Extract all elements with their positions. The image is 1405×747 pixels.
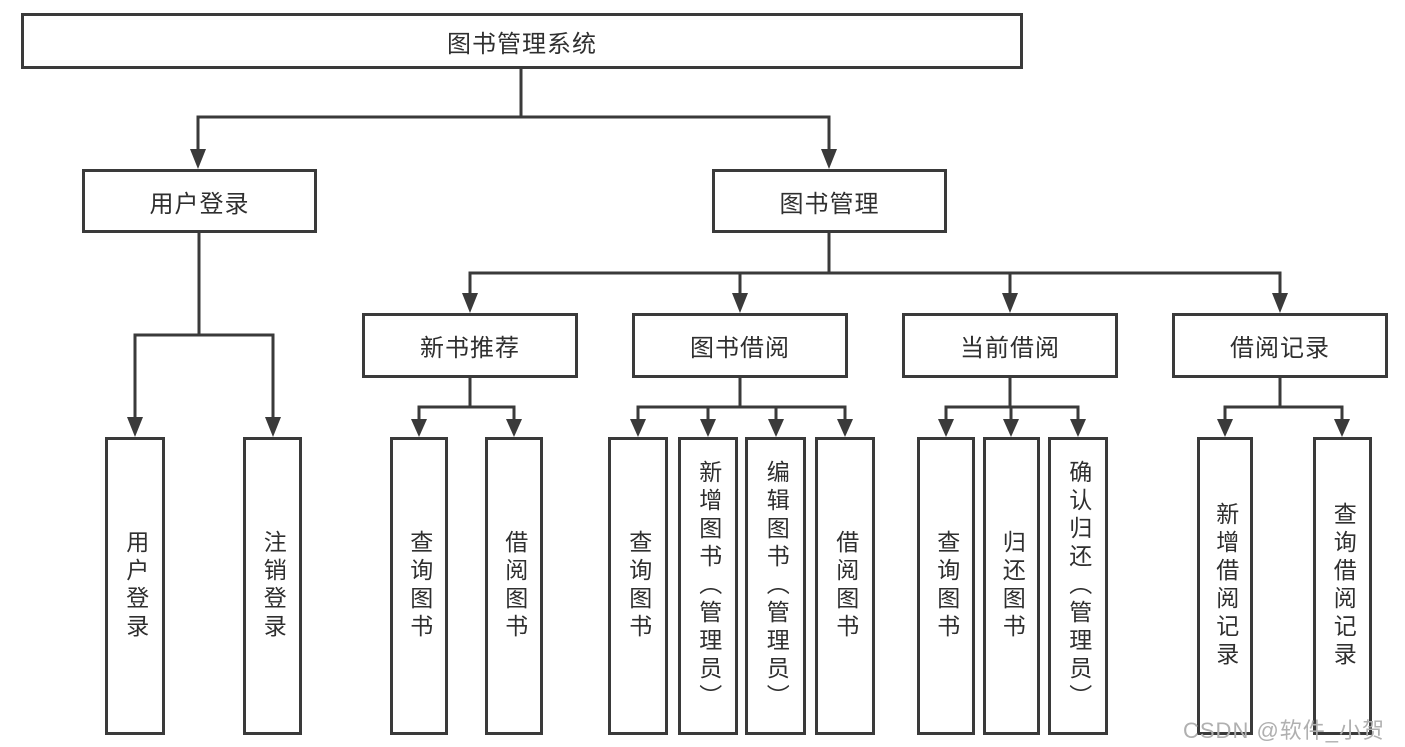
node-borrow-books-borrow: 借阅图书	[815, 437, 875, 735]
node-library-management-system-label: 图书管理系统	[447, 30, 597, 58]
connector-root-to-level1	[190, 69, 837, 169]
node-book-management-label: 图书管理	[779, 190, 880, 218]
node-query-books-recommend-label: 查询图书	[406, 530, 433, 642]
node-query-books-borrow: 查询图书	[608, 437, 668, 735]
connector-current-borrow-children	[938, 378, 1086, 437]
node-new-book-recommend: 新书推荐	[362, 313, 578, 378]
node-user-login-label: 用户登录	[149, 190, 250, 218]
node-query-books-current-label: 查询图书	[933, 530, 960, 642]
node-add-books-admin: 新增图书（管理员）	[678, 437, 738, 735]
connector-book-borrow-children	[630, 378, 853, 437]
node-query-books-current: 查询图书	[917, 437, 975, 735]
node-current-borrow: 当前借阅	[902, 313, 1118, 378]
node-edit-books-admin-label: 编辑图书（管理员）	[763, 460, 790, 712]
node-confirm-return-admin-label: 确认归还（管理员）	[1065, 460, 1092, 712]
node-query-borrow-record: 查询借阅记录	[1313, 437, 1372, 735]
node-return-books-label: 归还图书	[999, 530, 1026, 642]
node-borrow-books-recommend: 借阅图书	[485, 437, 543, 735]
node-borrow-records: 借阅记录	[1172, 313, 1388, 378]
node-book-borrow-label: 图书借阅	[690, 335, 790, 362]
node-edit-books-admin: 编辑图书（管理员）	[745, 437, 806, 735]
node-add-borrow-record: 新增借阅记录	[1197, 437, 1253, 735]
connector-book-management-children	[462, 233, 1288, 313]
node-user-login: 用户登录	[82, 169, 317, 233]
node-confirm-return-admin: 确认归还（管理员）	[1048, 437, 1108, 735]
node-return-books: 归还图书	[983, 437, 1040, 735]
node-logout-action: 注销登录	[243, 437, 302, 735]
connector-new-book-recommend-children	[411, 378, 522, 437]
node-user-login-action-label: 用户登录	[122, 530, 149, 642]
node-user-login-action: 用户登录	[105, 437, 165, 735]
node-borrow-books-borrow-label: 借阅图书	[832, 530, 859, 642]
connector-user-login-children	[127, 233, 281, 437]
node-query-books-borrow-label: 查询图书	[625, 530, 652, 642]
node-logout-action-label: 注销登录	[260, 530, 287, 642]
node-new-book-recommend-label: 新书推荐	[420, 335, 520, 362]
node-query-books-recommend: 查询图书	[390, 437, 448, 735]
node-borrow-books-recommend-label: 借阅图书	[501, 530, 528, 642]
node-add-borrow-record-label: 新增借阅记录	[1212, 502, 1239, 670]
node-add-books-admin-label: 新增图书（管理员）	[695, 460, 722, 712]
csdn-watermark: CSDN @软件_小贺同学	[1183, 718, 1386, 743]
node-book-borrow: 图书借阅	[632, 313, 848, 378]
node-borrow-records-label: 借阅记录	[1230, 335, 1330, 362]
connector-borrow-records-children	[1217, 378, 1350, 437]
node-library-management-system: 图书管理系统	[21, 13, 1023, 69]
node-query-borrow-record-label: 查询借阅记录	[1330, 502, 1357, 670]
node-current-borrow-label: 当前借阅	[960, 335, 1060, 362]
node-book-management: 图书管理	[712, 169, 947, 233]
